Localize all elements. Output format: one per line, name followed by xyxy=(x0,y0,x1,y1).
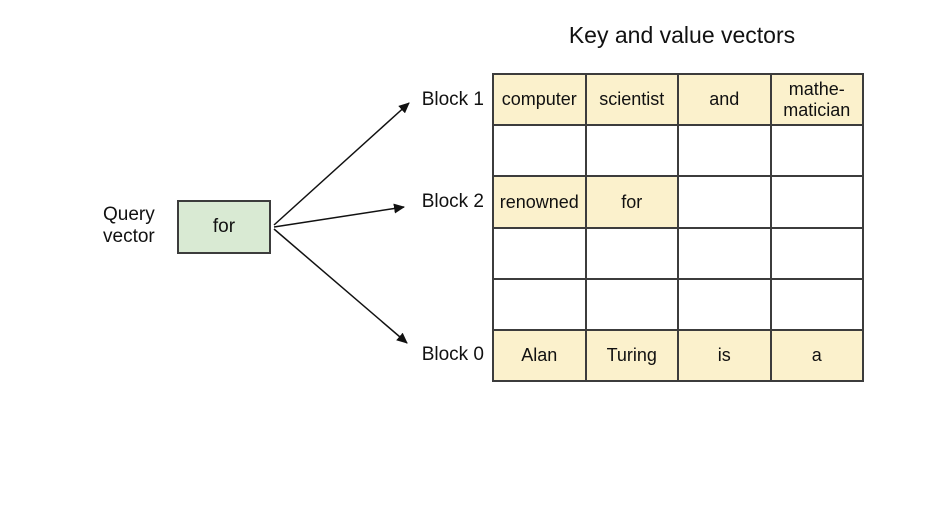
kv-cell: a xyxy=(771,330,864,383)
block-0-label: Block 0 xyxy=(421,344,484,365)
kv-cell xyxy=(771,177,864,229)
kv-cell xyxy=(494,279,587,331)
kv-cell xyxy=(494,228,587,280)
kv-cell: for xyxy=(586,177,679,229)
arrow-query-to-block0 xyxy=(273,228,408,344)
kv-cell xyxy=(771,126,864,178)
kv-cell: Alan xyxy=(494,330,587,383)
kv-cell: renowned xyxy=(494,177,587,229)
kv-cell: and xyxy=(679,75,772,127)
kv-cell: computer xyxy=(494,75,587,127)
kv-cell xyxy=(771,228,864,280)
arrow-query-to-block2 xyxy=(273,203,405,228)
kv-cell xyxy=(494,126,587,178)
query-vector-label-line1: Query xyxy=(103,204,155,225)
query-token: for xyxy=(212,216,236,237)
figure-title: Key and value vectors xyxy=(568,22,796,48)
query-vector-label-line2: vector xyxy=(103,226,155,247)
kv-cell xyxy=(771,279,864,331)
kv-cache-table: computer scientist and mathe-matician re… xyxy=(492,73,864,383)
kv-cell xyxy=(679,177,772,229)
block-1-label: Block 1 xyxy=(421,89,484,110)
kv-cell xyxy=(679,126,772,178)
kv-cell xyxy=(586,126,679,178)
kv-cell xyxy=(586,228,679,280)
kv-cell: Turing xyxy=(586,330,679,383)
query-vector-box: for xyxy=(177,200,271,254)
kv-cell: mathe-matician xyxy=(771,75,864,127)
arrow-query-to-block1 xyxy=(273,102,410,226)
kv-cell: is xyxy=(679,330,772,383)
query-vector-label: Query vector xyxy=(103,204,155,248)
kv-cell: scientist xyxy=(586,75,679,127)
kv-cell xyxy=(679,228,772,280)
kv-cell xyxy=(679,279,772,331)
block-2-label: Block 2 xyxy=(421,191,484,212)
kv-cell xyxy=(586,279,679,331)
